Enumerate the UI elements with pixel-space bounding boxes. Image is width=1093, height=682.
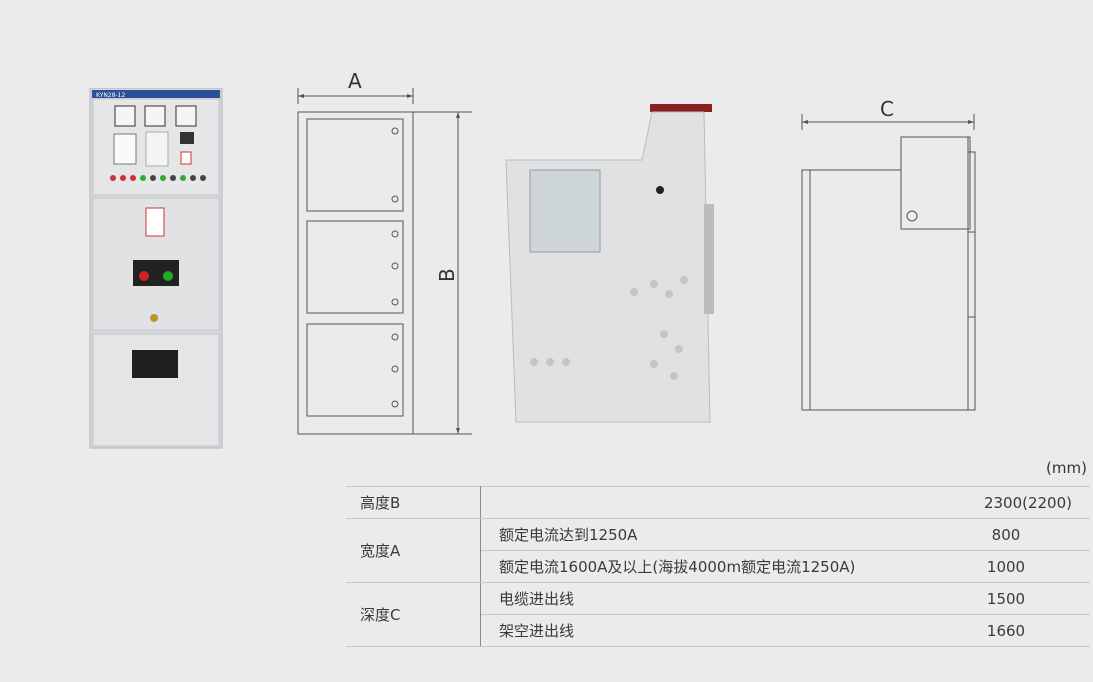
depth-label: 深度C: [346, 582, 481, 647]
table-row: 额定电流1600A及以上(海拔4000m额定电流1250A) 1000: [346, 550, 1090, 583]
depth-condition: 架空进出线: [480, 614, 922, 647]
cabinet-photo: KYN28-12: [89, 88, 223, 449]
width-value: 800: [922, 518, 1090, 551]
width-label: 宽度A: [346, 518, 481, 583]
table-row: 高度B 2300(2200): [346, 486, 1090, 519]
width-value: 1000: [922, 550, 1090, 583]
depth-condition: 电缆进出线: [480, 582, 922, 615]
depth-value: 1500: [922, 582, 1090, 615]
side-dimension-drawing: C: [801, 97, 976, 411]
width-condition: 额定电流达到1250A: [480, 518, 922, 551]
height-label: 高度B: [346, 486, 481, 519]
dimension-c-label: C: [880, 97, 894, 121]
cabinet-side-photo: [505, 104, 714, 423]
table-row: 深度C 电缆进出线 1500: [346, 582, 1090, 647]
width-condition: 额定电流1600A及以上(海拔4000m额定电流1250A): [480, 550, 922, 583]
dimension-b-label: B: [435, 268, 459, 282]
dimension-a-label: A: [348, 69, 362, 93]
dimension-table: 高度B 2300(2200) 宽度A 额定电流达到1250A 800 额定电流1…: [346, 486, 1090, 647]
front-dimension-drawing: A B: [297, 69, 472, 435]
table-row: 架空进出线 1660: [346, 614, 1090, 647]
height-value: 2300(2200): [922, 486, 1090, 519]
unit-label: (mm): [1046, 459, 1087, 477]
depth-value: 1660: [922, 614, 1090, 647]
table-row: 宽度A 额定电流达到1250A 800: [346, 518, 1090, 583]
cabinet-label: KYN28-12: [96, 92, 125, 99]
